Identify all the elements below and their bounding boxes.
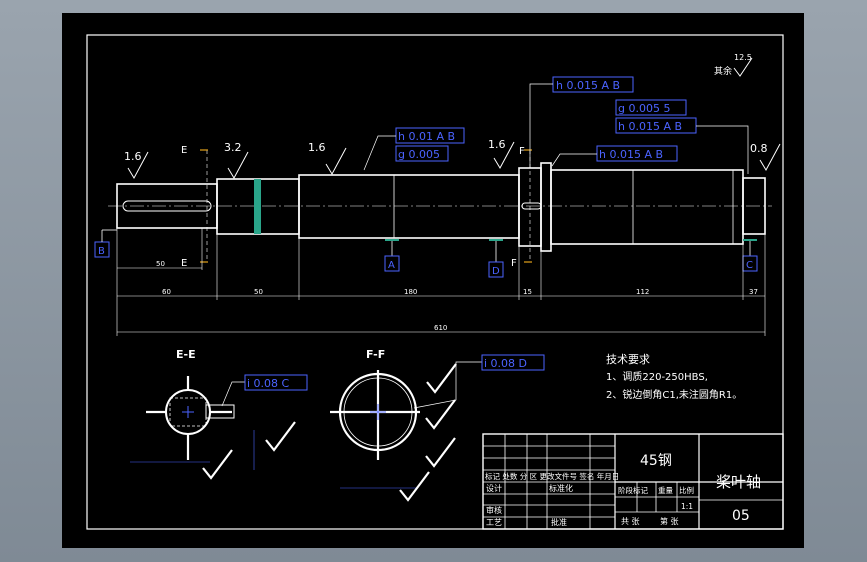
dim-180: 180 <box>404 288 417 296</box>
svg-text:A: A <box>388 260 395 271</box>
scale-value: 1:1 <box>681 502 693 511</box>
svg-text:g 0.005: g 0.005 <box>398 148 440 161</box>
sheet-total: 共 张 <box>621 517 640 526</box>
keyway-slot-1 <box>122 200 212 212</box>
tolerance-frame-1: h 0.015 A B <box>529 76 634 168</box>
svg-text:g 0.005 5: g 0.005 5 <box>618 102 670 115</box>
roughness-value-4: 1.6 <box>488 138 506 151</box>
tolerance-frame-3: g 0.005 5 h 0.015 A B <box>615 99 749 174</box>
dim-60: 60 <box>162 288 171 296</box>
section-ee-title: E-E <box>176 348 196 361</box>
drawing-sheet <box>62 13 804 548</box>
revision-header: 标记 处数 分 区 更改文件号 签名 年月日 <box>485 471 619 481</box>
svg-text:h 0.015 A B: h 0.015 A B <box>618 120 682 133</box>
tech-line-2: 2、锐边倒角C1,未注圆角R1。 <box>606 388 742 401</box>
roughness-value-3: 1.6 <box>308 141 326 154</box>
tolerance-frame-ff <box>481 354 545 371</box>
section-ff-title: F-F <box>366 348 385 361</box>
svg-text:i 0.08 D: i 0.08 D <box>484 357 527 370</box>
roughness-value-1: 1.6 <box>124 150 142 163</box>
roughness-corner-value: 12.5 <box>734 53 752 62</box>
roughness-corner-note: 12.5 其余 <box>714 53 753 77</box>
tolerance-frame-4: h 0.015 A B <box>551 145 678 167</box>
roughness-3: 1.6 <box>308 141 347 176</box>
weight-label: 重量 <box>658 486 673 495</box>
dim-15: 15 <box>523 288 532 296</box>
shaft-segment-5 <box>742 177 766 235</box>
svg-text:h 0.015 A B: h 0.015 A B <box>599 148 663 161</box>
roughness-2: 3.2 <box>224 141 249 180</box>
datum-d: D <box>488 239 504 278</box>
technical-requirements: 技术要求 1、调质220-250HBS, 2、锐边倒角C1,未注圆角R1。 <box>606 353 742 401</box>
seal-ring <box>254 179 261 234</box>
drawing-number: 05 <box>732 508 750 524</box>
svg-text:C: C <box>746 260 753 271</box>
tolerance-frame-ee <box>244 374 308 391</box>
approve-label: 批准 <box>551 517 567 527</box>
svg-text:D: D <box>492 266 500 277</box>
tolerance-frame-2: h 0.01 A B g 0.005 <box>363 127 465 171</box>
scale-label: 比例 <box>679 485 694 495</box>
roughness-4: 1.6 <box>488 138 515 170</box>
dim-50b: 50 <box>254 288 263 296</box>
section-label-e-bottom: E <box>181 258 187 269</box>
keyway-slot-2 <box>521 202 542 210</box>
roughness-value-2: 3.2 <box>224 141 242 154</box>
roughness-corner-label: 其余 <box>714 65 732 77</box>
roughness-1: 1.6 <box>124 150 149 180</box>
check-label: 审核 <box>486 505 502 515</box>
dimension-lines <box>116 228 766 336</box>
dim-50a: 50 <box>156 260 165 268</box>
datum-b: B <box>94 229 117 258</box>
section-mark-f: F F <box>511 146 532 269</box>
sheet-number: 第 张 <box>660 516 679 526</box>
title-block <box>482 433 784 530</box>
svg-text:B: B <box>98 246 105 257</box>
roughness-5: 0.8 <box>750 142 781 172</box>
section-ff-view: F-F i 0.08 D <box>330 348 545 502</box>
dim-37: 37 <box>749 288 758 296</box>
stage-label: 阶段标记 <box>618 485 648 495</box>
dim-610: 610 <box>434 324 447 332</box>
roughness-value-5: 0.8 <box>750 142 768 155</box>
svg-text:i 0.08 C: i 0.08 C <box>247 377 290 390</box>
section-ee-view: E-E i 0.08 C <box>130 348 308 480</box>
section-label-e-top: E <box>181 145 187 156</box>
standard-label: 标准化 <box>549 483 573 493</box>
svg-text:h 0.015 A B: h 0.015 A B <box>556 79 620 92</box>
datum-a: A <box>384 239 400 272</box>
drawing-frame <box>86 34 784 530</box>
section-label-f-bottom: F <box>511 258 517 269</box>
part-name: 桨叶轴 <box>716 473 761 491</box>
tech-title: 技术要求 <box>606 353 650 366</box>
material-label: 45钢 <box>640 453 672 469</box>
section-mark-e: E E <box>181 145 208 269</box>
dim-112: 112 <box>636 288 649 296</box>
section-label-f-top: F <box>519 146 525 157</box>
process-label: 工艺 <box>486 518 502 527</box>
tech-line-1: 1、调质220-250HBS, <box>606 371 708 383</box>
designer-label: 设计 <box>486 483 502 493</box>
svg-text:h 0.01 A B: h 0.01 A B <box>398 130 455 143</box>
